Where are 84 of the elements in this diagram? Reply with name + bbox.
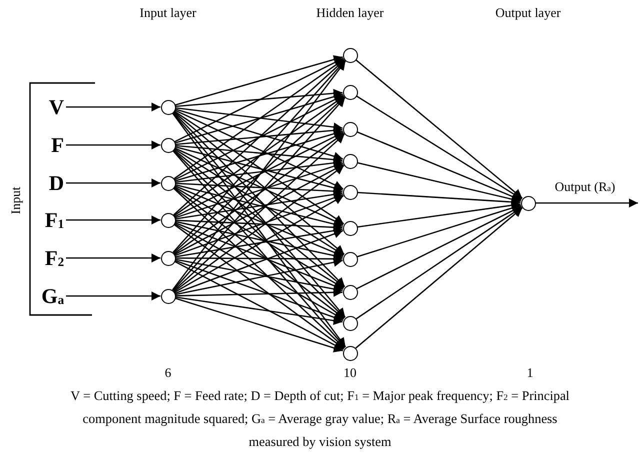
arrow [175, 146, 343, 192]
neuron-count: 6 [164, 365, 172, 380]
arrow [174, 260, 344, 322]
arrow [174, 148, 344, 226]
neuron-circle [342, 184, 358, 200]
arrow [173, 60, 345, 216]
neuron-count: 1 [526, 365, 534, 380]
arrow [174, 222, 344, 290]
layer-heading: Hidden layer [316, 5, 384, 20]
arrow [175, 226, 343, 258]
arrow [356, 204, 522, 258]
arrow [356, 206, 522, 290]
arrow [174, 94, 344, 180]
arrow [356, 131, 522, 201]
arrow [172, 60, 346, 290]
neuron-circle [342, 122, 358, 136]
arrow [355, 59, 523, 199]
neuron-circle [342, 154, 358, 168]
arrow [174, 224, 344, 350]
arrow [172, 150, 346, 348]
arrow [174, 132, 344, 218]
arrow [357, 192, 521, 206]
arrow [174, 223, 344, 320]
arrow [174, 58, 344, 142]
arrow [66, 102, 160, 112]
layer-heading: Output layer [495, 5, 561, 20]
neuron-circle [342, 220, 358, 236]
arrow [174, 260, 344, 350]
neuron-circle [342, 252, 358, 266]
arrow [66, 292, 160, 300]
arrow [175, 129, 343, 182]
neuron-circle [160, 138, 176, 152]
axis-label: Input [8, 186, 24, 214]
arrow [175, 158, 343, 183]
arrow [174, 110, 344, 224]
neuron-circle [342, 284, 358, 300]
neuron-circle [160, 212, 176, 228]
arrow [66, 178, 160, 188]
neuron-circle [342, 316, 358, 330]
arrow [66, 140, 160, 150]
arrow [172, 150, 346, 318]
arrow [175, 108, 343, 161]
arrow [176, 254, 342, 264]
arrow [174, 230, 344, 294]
arrow [173, 188, 345, 348]
arrow [356, 206, 522, 320]
arrow [175, 55, 343, 106]
arrow [66, 254, 160, 262]
arrow [175, 220, 343, 260]
arrow [536, 198, 638, 208]
arrow [175, 88, 343, 108]
neuron-circle [160, 250, 176, 266]
layer-heading: Input layer [140, 5, 196, 20]
neuron-circle [520, 196, 536, 210]
arrow [175, 296, 343, 326]
neuron-circle [342, 84, 358, 100]
neuron-circle [160, 176, 176, 190]
input-variable: F [38, 133, 64, 157]
arrow [175, 126, 343, 145]
arrow [174, 298, 344, 352]
input-variable: V [38, 95, 64, 119]
neuron-circle [342, 346, 358, 360]
neuron-circle [342, 48, 358, 62]
arrow [175, 184, 343, 228]
neuron-circle [160, 288, 176, 304]
arrow [172, 60, 346, 253]
input-variable: D [38, 171, 64, 195]
arrow [357, 200, 521, 228]
arrow [174, 58, 344, 180]
arrow [174, 110, 344, 190]
neuron-circle [160, 100, 176, 114]
arrow [174, 96, 344, 216]
arrow [174, 162, 344, 218]
arrow [175, 190, 343, 220]
arrow [66, 216, 160, 224]
arrow [174, 187, 344, 319]
arrow [355, 207, 523, 349]
arrow [357, 162, 521, 204]
arrow [175, 145, 343, 164]
arrow [175, 92, 343, 144]
arrow [356, 95, 522, 200]
arrow [175, 107, 343, 132]
arrow [175, 288, 343, 297]
neuron-count: 10 [344, 365, 356, 380]
